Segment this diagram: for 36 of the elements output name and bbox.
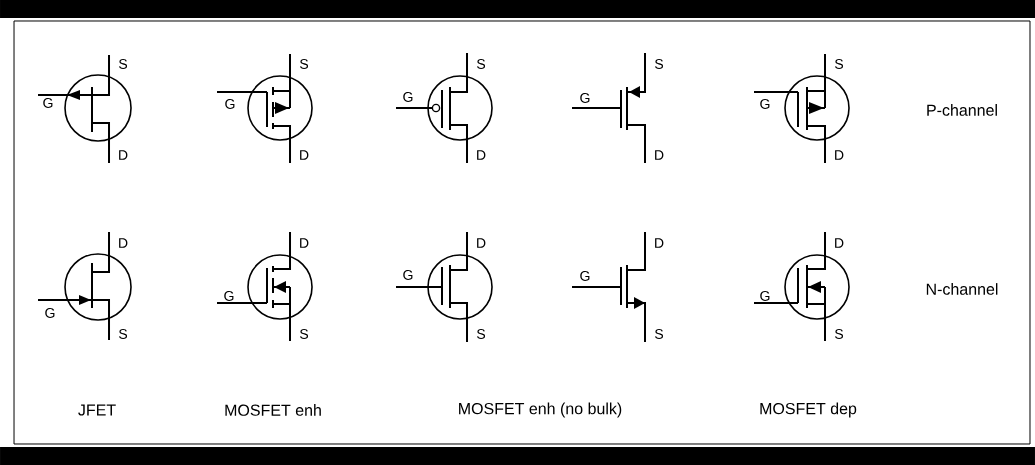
- row-label: N-channel: [926, 283, 998, 295]
- terminal-label: S: [300, 329, 309, 339]
- column-label: JFET: [78, 404, 116, 416]
- terminal-label: S: [119, 329, 128, 339]
- terminal-label: D: [477, 238, 486, 248]
- terminal-label: S: [477, 329, 486, 339]
- terminal-label: S: [655, 59, 664, 69]
- terminal-label: D: [300, 238, 309, 248]
- terminal-label: S: [655, 329, 664, 339]
- terminal-label: D: [477, 150, 486, 160]
- column-label: MOSFET enh: [225, 404, 321, 416]
- terminal-label: D: [835, 238, 844, 248]
- terminal-label: D: [300, 150, 309, 160]
- column-label: MOSFET dep: [760, 402, 857, 418]
- row-label: P-channel: [927, 104, 997, 116]
- terminal-label: S: [835, 329, 844, 339]
- terminal-label: G: [403, 92, 413, 102]
- terminal-label: G: [760, 99, 770, 109]
- terminal-label: D: [119, 238, 128, 248]
- terminal-label: D: [835, 150, 844, 160]
- terminal-label: D: [655, 150, 664, 160]
- terminal-label: S: [477, 59, 486, 69]
- terminal-label: G: [580, 271, 590, 281]
- terminal-label: G: [225, 99, 235, 109]
- terminal-label: D: [119, 150, 128, 160]
- terminal-label: G: [43, 98, 53, 108]
- column-label: MOSFET enh (no bulk): [459, 402, 622, 418]
- terminal-label: G: [224, 291, 234, 301]
- terminal-label: S: [300, 59, 309, 69]
- terminal-label: S: [119, 59, 128, 69]
- terminal-label: D: [655, 238, 664, 248]
- terminal-label: G: [403, 270, 413, 280]
- terminal-label: G: [580, 93, 590, 103]
- terminal-label: S: [835, 59, 844, 69]
- terminal-label: G: [760, 291, 770, 301]
- terminal-label: G: [45, 308, 55, 318]
